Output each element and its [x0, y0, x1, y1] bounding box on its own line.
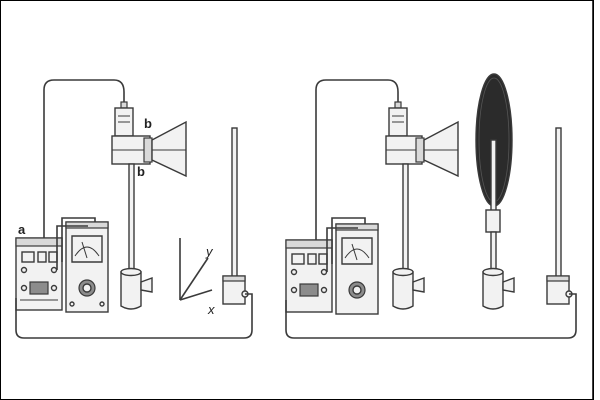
- coordinate-axes: y x: [179, 238, 215, 317]
- stand-base-right: [392, 267, 425, 310]
- cable-to-transmitter-right: [315, 79, 399, 240]
- meter-right: [335, 223, 379, 315]
- left-setup: a b b y x: [15, 79, 253, 339]
- return-cable-left: [15, 293, 253, 339]
- axis-label-y: y: [205, 244, 214, 259]
- lead-gen-meter-right-2: [326, 227, 358, 272]
- cable-to-transmitter-left: [43, 79, 125, 238]
- stand-rod-left: [128, 163, 135, 275]
- lead-gen-meter-left: [61, 217, 96, 262]
- signal-generator-right: [285, 239, 333, 313]
- lead-gen-meter-left-2: [56, 225, 88, 270]
- receiver-probe-left: [222, 127, 249, 305]
- meter-left: [65, 221, 109, 313]
- transmitter-right: [385, 101, 459, 178]
- right-setup: [285, 73, 577, 339]
- horn-antenna-left: [151, 120, 187, 178]
- stand-rod-right: [402, 163, 409, 275]
- receiver-probe-right: [546, 127, 573, 305]
- stand-base-left: [120, 267, 153, 310]
- label-b-top: b: [144, 116, 152, 131]
- transmitter-left: [111, 101, 187, 178]
- lead-gen-meter-right: [331, 217, 366, 264]
- signal-generator-left: [15, 237, 63, 311]
- return-cable-right: [285, 293, 577, 339]
- axis-label-x: x: [207, 302, 215, 317]
- disc-assembly: [475, 73, 515, 310]
- label-b-bottom: b: [137, 164, 145, 179]
- horn-antenna-right: [423, 120, 459, 178]
- label-a: a: [18, 222, 26, 237]
